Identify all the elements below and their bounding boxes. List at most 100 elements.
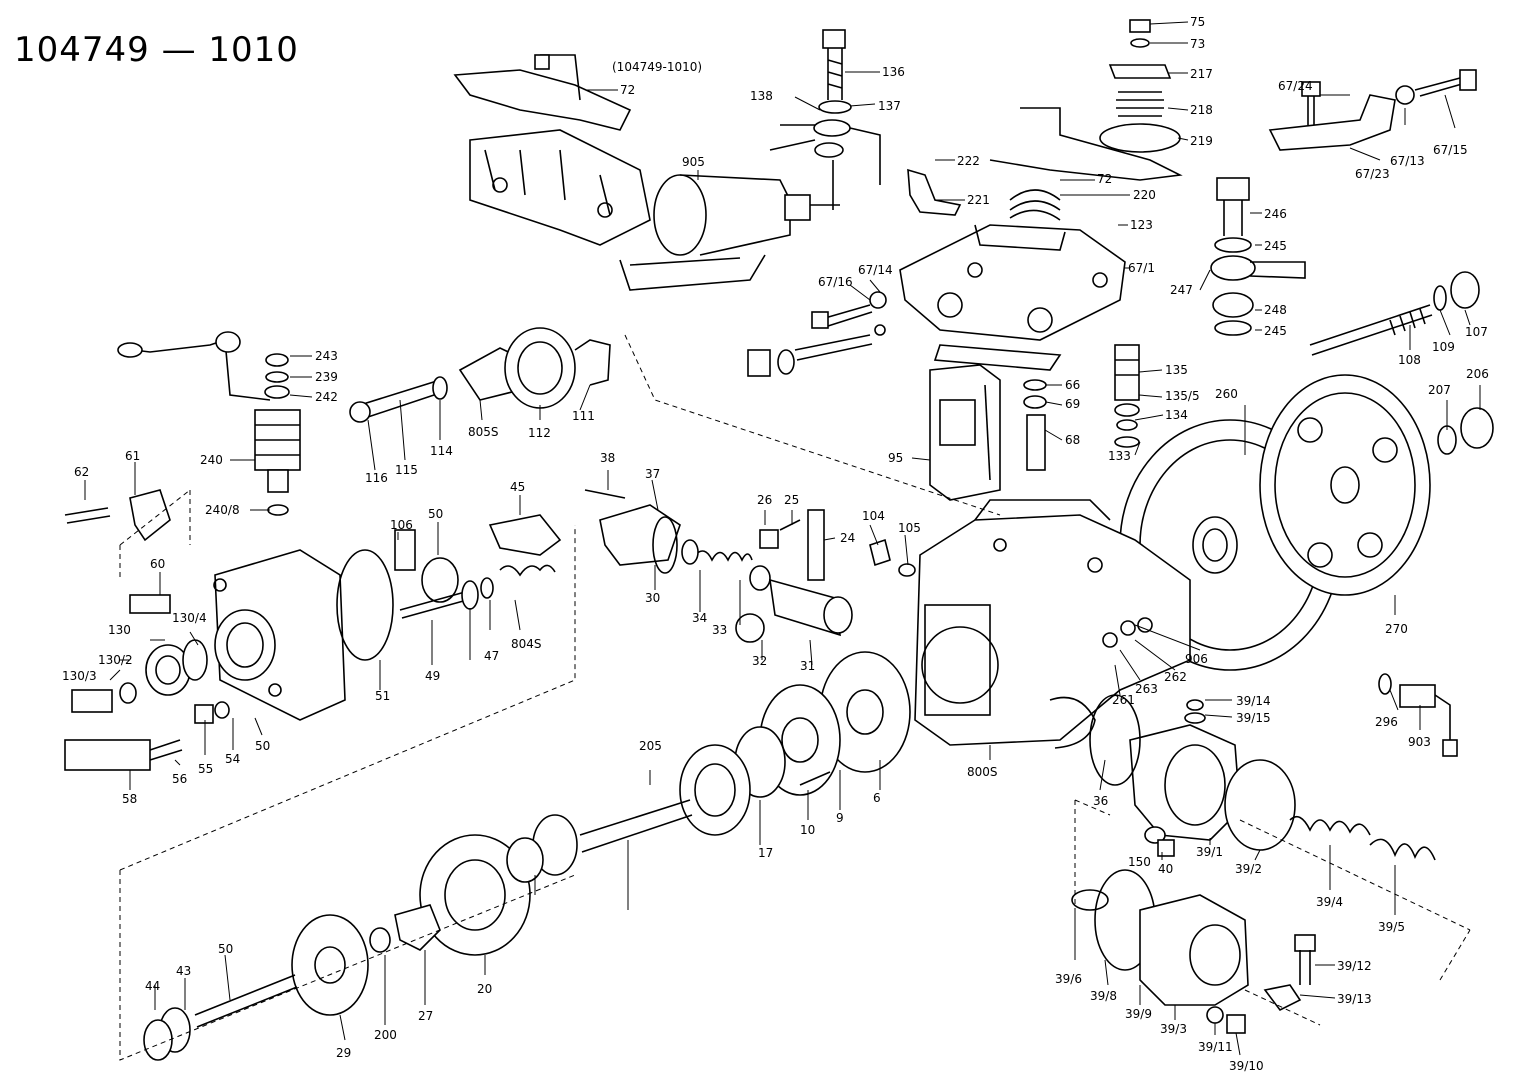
fitting-50b [421, 557, 459, 603]
label-39-5: 39/5 [1378, 920, 1405, 934]
label-114: 114 [430, 444, 453, 458]
label-75: 75 [1190, 15, 1205, 29]
label-248: 248 [1264, 303, 1287, 317]
spring-34 [694, 550, 753, 562]
washer-54 [214, 701, 230, 719]
label-239: 239 [315, 370, 338, 384]
o-ring-36 [1089, 694, 1141, 786]
label-67-14: 67/14 [858, 263, 893, 277]
label-115: 115 [395, 463, 418, 477]
label-260: 260 [1215, 387, 1238, 401]
label-33: 33 [712, 623, 727, 637]
label-61: 61 [125, 449, 140, 463]
spring-39-4 [1289, 815, 1371, 836]
pump-housing-800s [914, 499, 1191, 749]
temperature-sensor-240 [117, 331, 301, 516]
label-108: 108 [1398, 353, 1421, 367]
label-39-15: 39/15 [1236, 711, 1271, 725]
washer-47a [461, 580, 479, 610]
label-69: 69 [1065, 397, 1080, 411]
banjo-39-13 [1263, 984, 1302, 1012]
label-263: 263 [1135, 682, 1158, 696]
label-804s: 804S [511, 637, 542, 651]
assembly-number-note: (104749-1010) [612, 60, 703, 74]
label-50c: 50 [218, 942, 233, 956]
shaft-108-threads [1389, 308, 1426, 336]
connector-903 [1442, 739, 1458, 757]
label-43: 43 [176, 964, 191, 978]
label-67-15: 67/15 [1433, 143, 1468, 157]
label-39-11: 39/11 [1198, 1040, 1233, 1054]
gear-205 [679, 744, 751, 836]
washer-33a [681, 539, 699, 565]
rotor-27 [394, 904, 441, 951]
label-72a: 72 [620, 83, 635, 97]
spring-cap-assembly [1099, 19, 1181, 153]
label-243: 243 [315, 349, 338, 363]
label-32: 32 [752, 654, 767, 668]
part-55 [194, 704, 214, 724]
screw-38 [584, 489, 626, 499]
label-111: 111 [572, 409, 595, 423]
ring-39-14 [1186, 699, 1204, 711]
ring-44 [143, 1019, 173, 1061]
label-218: 218 [1190, 103, 1213, 117]
label-138: 138 [750, 89, 773, 103]
label-62: 62 [74, 465, 89, 479]
overflow-valve-fitting [769, 29, 881, 210]
plate-6-hole [846, 689, 884, 735]
label-67-16: 67/16 [818, 275, 853, 289]
label-200: 200 [374, 1028, 397, 1042]
ring-39-15 [1184, 712, 1206, 724]
washer-105 [898, 563, 916, 577]
ring-69 [1023, 395, 1047, 409]
label-10: 10 [800, 823, 815, 837]
label-36: 36 [1093, 794, 1108, 808]
bolt-head-67-24 [1301, 81, 1321, 97]
ring-296 [1378, 673, 1392, 695]
label-67-23: 67/23 [1355, 167, 1390, 181]
sleeve-31-end [823, 596, 853, 634]
label-39-8: 39/8 [1090, 989, 1117, 1003]
shaft-50 [194, 974, 298, 1028]
label-30: 30 [645, 591, 660, 605]
label-217: 217 [1190, 67, 1213, 81]
washer-39-11 [1206, 1006, 1224, 1024]
bolt-head-67-15 [1459, 69, 1477, 91]
label-27: 27 [418, 1009, 433, 1023]
stud-56 [149, 739, 183, 761]
washer-114 [432, 376, 448, 400]
label-136: 136 [882, 65, 905, 79]
label-107: 107 [1465, 325, 1488, 339]
shaft-49 [399, 591, 468, 619]
drive-shaft [579, 799, 693, 853]
leader-lines [84, 21, 1481, 1056]
washer-207 [1437, 425, 1457, 455]
label-207: 207 [1428, 383, 1451, 397]
label-137: 137 [878, 99, 901, 113]
bolt-104 [869, 538, 891, 567]
label-20: 20 [477, 982, 492, 996]
spring-220 [1009, 189, 1061, 221]
adjust-washer [777, 349, 795, 375]
label-45: 45 [510, 480, 525, 494]
spring-804s [499, 564, 556, 577]
label-6: 6 [873, 791, 881, 805]
label-206: 206 [1466, 367, 1489, 381]
bolt-39-12 [1294, 934, 1316, 952]
group-frame-bottom [1244, 989, 1321, 1026]
label-105: 105 [898, 521, 921, 535]
label-130: 130 [108, 623, 131, 637]
nut-67-13 [1395, 85, 1415, 105]
label-262: 262 [1164, 670, 1187, 684]
label-905: 905 [682, 155, 705, 169]
label-221: 221 [967, 193, 990, 207]
cover-29 [291, 914, 369, 1016]
nut-67-14 [869, 291, 887, 309]
small-ring [874, 324, 886, 336]
label-296: 296 [1375, 715, 1398, 729]
label-240: 240 [200, 453, 223, 467]
feed-pump-20 [419, 834, 544, 956]
label-130-4: 130/4 [172, 611, 207, 625]
